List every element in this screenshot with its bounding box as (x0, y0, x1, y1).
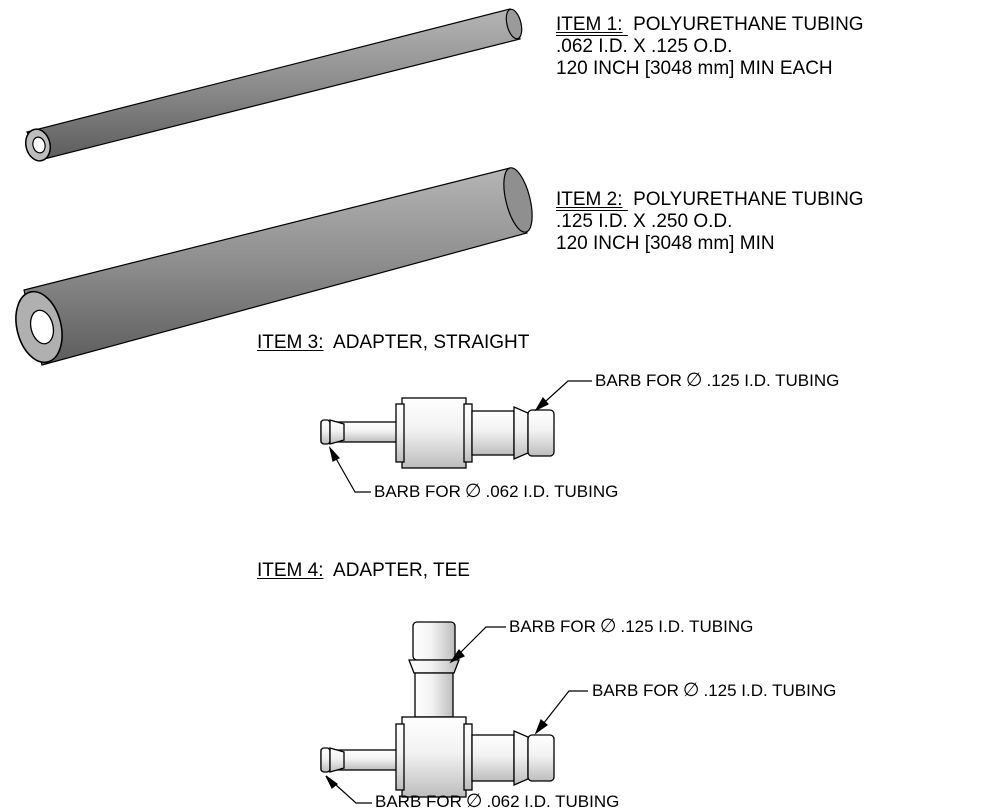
item4-heading: ITEM 4: (257, 560, 324, 581)
item1-id: .062 I.D. (556, 36, 628, 57)
item2-length: 120 INCH [3048 mm] MIN (556, 233, 775, 254)
item4-title: ITEM 4: ADAPTER, TEE (257, 560, 470, 582)
item2-heading: ITEM 2: (556, 189, 623, 210)
diameter-symbol: ∅ (464, 481, 482, 502)
item3-leaders (328, 380, 592, 493)
item2-description: POLYURETHANE TUBING (633, 189, 864, 210)
item1-description: POLYURETHANE TUBING (633, 14, 864, 35)
item4-tee-adapter (320, 621, 555, 798)
diameter-symbol: ∅ (685, 370, 703, 391)
item1-title: ITEM 1: POLYURETHANE TUBING (556, 14, 864, 36)
item1-dimensions: .062 I.D. X .125 O.D. (556, 36, 732, 58)
item3-small-barb-callout: BARB FOR∅.062 I.D. TUBING (374, 481, 619, 502)
item3-heading: ITEM 3: (257, 332, 324, 353)
item2-od: X .250 O.D. (633, 211, 733, 232)
item1-heading: ITEM 1: (556, 14, 623, 35)
item3-description: ADAPTER, STRAIGHT (333, 332, 530, 353)
item1-od: X .125 O.D. (633, 36, 733, 57)
item3-large-barb-callout: BARB FOR∅.125 I.D. TUBING (595, 370, 840, 391)
item3-straight-adapter (320, 397, 555, 469)
diameter-symbol: ∅ (599, 616, 617, 637)
item2-id: .125 I.D. (556, 211, 628, 232)
item2-dimensions: .125 I.D. X .250 O.D. (556, 211, 732, 233)
item2-tube (15, 167, 533, 366)
item1-tube (24, 8, 523, 162)
item1-length: 120 INCH [3048 mm] MIN EACH (556, 58, 833, 79)
item4-vertical-barb-callout: BARB FOR∅.125 I.D. TUBING (509, 616, 754, 637)
diameter-symbol: ∅ (465, 791, 483, 812)
item4-right-barb-callout: BARB FOR∅.125 I.D. TUBING (592, 680, 837, 701)
item4-leaders (325, 626, 588, 804)
diameter-symbol: ∅ (682, 680, 700, 701)
item4-description: ADAPTER, TEE (333, 560, 470, 581)
item2-title: ITEM 2: POLYURETHANE TUBING (556, 189, 864, 211)
item4-small-barb-callout: BARB FOR∅.062 I.D. TUBING (375, 791, 620, 812)
item3-title: ITEM 3: ADAPTER, STRAIGHT (257, 332, 529, 354)
